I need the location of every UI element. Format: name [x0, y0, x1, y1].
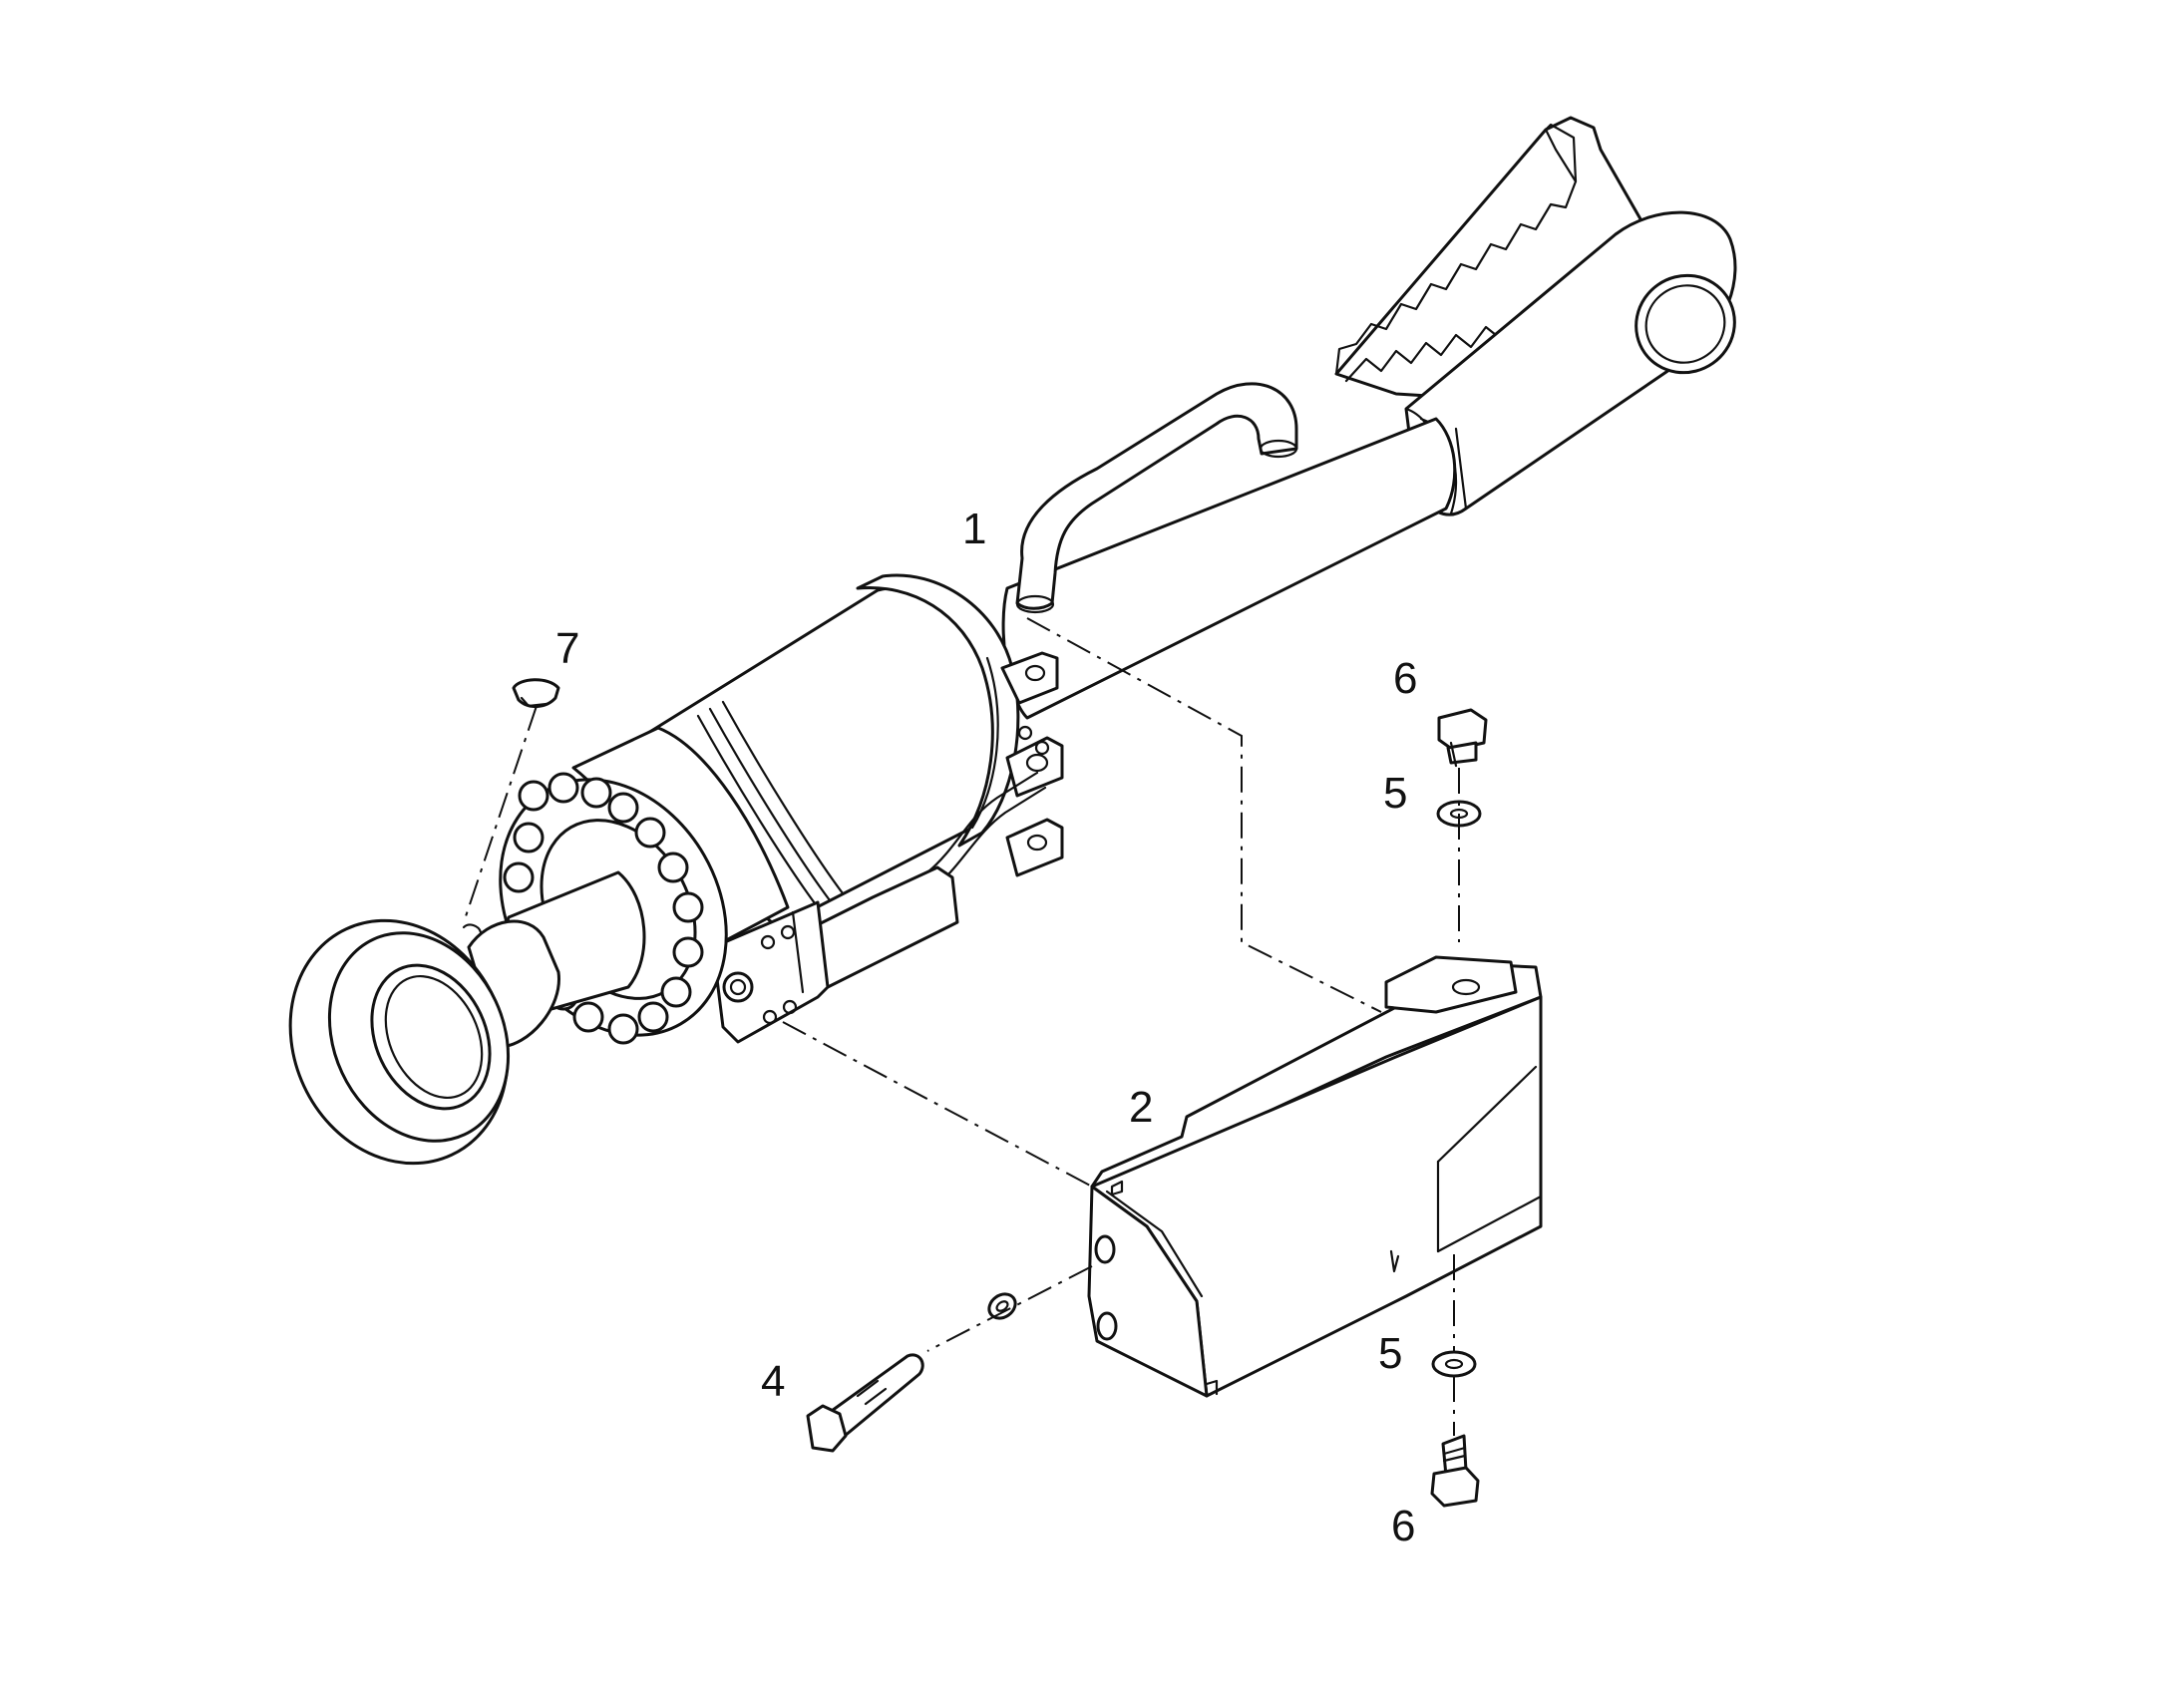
handle-bar [1015, 382, 1298, 614]
barrel-mounting-lugs [1000, 651, 1064, 877]
callout-7: 7 [555, 624, 579, 673]
bracket-cover [1087, 955, 1543, 1398]
rod-eye-bearing [288, 918, 560, 1166]
part-4-washer [987, 1292, 1017, 1320]
part-6-bolt-bottom [1430, 1434, 1480, 1508]
piston-rod [1001, 417, 1457, 720]
valve-block [711, 865, 959, 1044]
callout-4: 4 [761, 1357, 785, 1406]
callout-6-bottom: 6 [1391, 1502, 1415, 1550]
callout-1: 1 [962, 505, 986, 553]
callout-5-top: 5 [1383, 769, 1407, 818]
hydraulic-cylinder [288, 116, 1737, 1166]
assembly-lines [463, 617, 1460, 1436]
part-5-washer-bottom [1431, 1350, 1477, 1378]
callout-6-top: 6 [1393, 654, 1417, 703]
callout-5-bottom: 5 [1378, 1329, 1402, 1378]
part-6-bolt-top [1437, 708, 1488, 768]
callout-2: 2 [1129, 1083, 1153, 1132]
part-4-bolt [806, 1353, 924, 1453]
callout-labels: 1 2 4 5 5 6 6 7 [555, 505, 1417, 1550]
part-7-plug [512, 678, 560, 708]
